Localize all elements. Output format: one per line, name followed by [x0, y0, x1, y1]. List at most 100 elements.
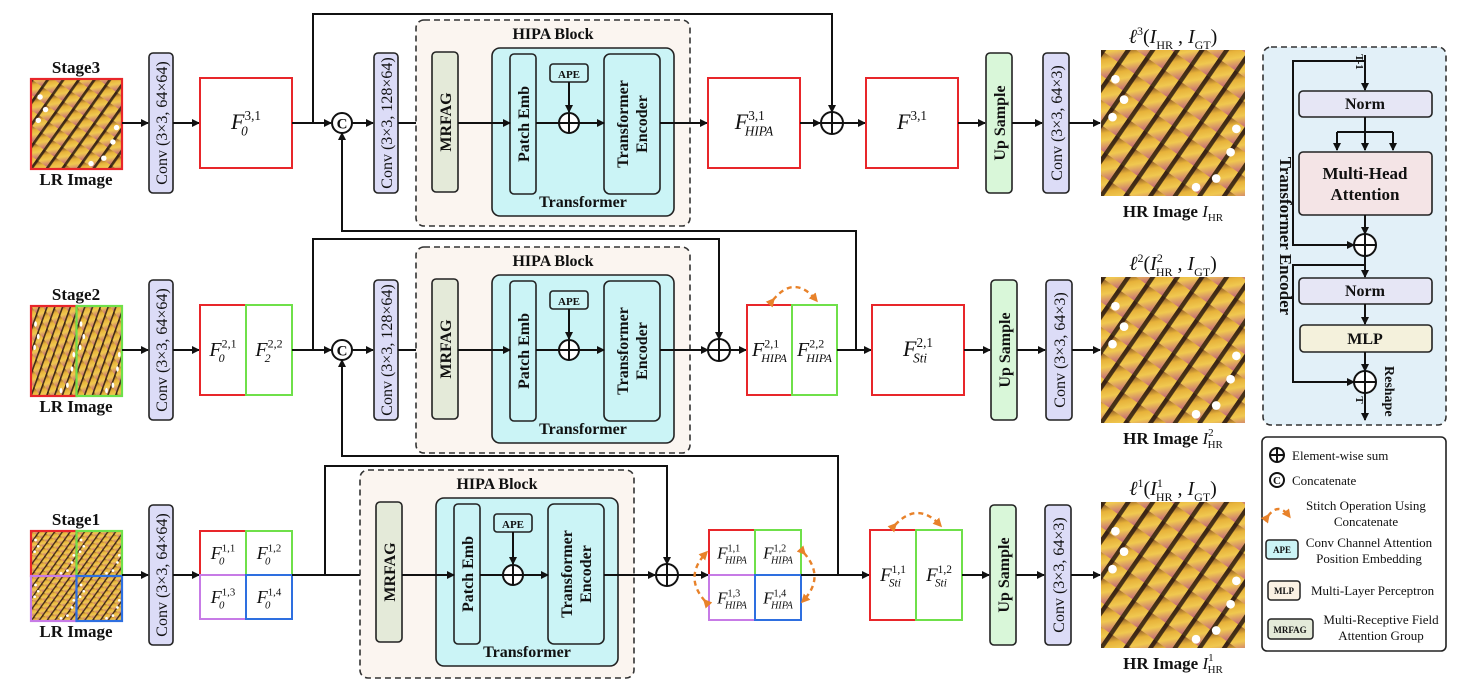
i-gt: I [1187, 478, 1196, 500]
feature-subscript: HIPA [744, 124, 774, 139]
stitch-arrow-icon [765, 285, 818, 308]
feature-subscript: HIPA [724, 601, 748, 612]
conv-output-label: Conv (3×3, 64×3) [1051, 517, 1068, 632]
i-gt: I [1187, 253, 1196, 275]
ape-label: APE [558, 296, 580, 308]
up-sample-label: Up Sample [996, 537, 1013, 612]
butterfly-image [31, 79, 122, 169]
patch-embedding-module: Patch Emb [509, 53, 537, 195]
feature-superscript: 1,1 [728, 543, 741, 554]
mrfag-module-rect [375, 501, 403, 643]
feature-base: F [208, 339, 222, 361]
paren: ) [1211, 26, 1218, 48]
loss-symbol: ℓ [1129, 478, 1138, 500]
mrfag-module: MRFAG [431, 278, 459, 420]
feature-map-rect [199, 530, 247, 576]
butterfly-image [76, 576, 122, 621]
sum-cross [503, 565, 523, 585]
conv-input: Conv (3×3, 64×64) [148, 504, 174, 646]
feature-superscript: 1,2 [938, 564, 953, 576]
loss-symbol: ℓ [1129, 26, 1138, 48]
loss-sup: 2 [1137, 251, 1143, 265]
i-hr: I [1149, 478, 1158, 500]
hr-image [1101, 502, 1245, 648]
butterfly-image [76, 306, 122, 396]
hr-image [1101, 50, 1245, 196]
feature-base: F [716, 544, 728, 563]
concat-circle [1269, 472, 1285, 488]
feature-superscript: 2,1 [916, 335, 932, 350]
feature-subscript: HIPA [770, 601, 794, 612]
lr-image-part [75, 304, 124, 398]
skip-connection [324, 465, 671, 575]
conv-input-label: Conv (3×3, 64×64) [154, 513, 171, 636]
feature-superscript: 1,2 [268, 542, 282, 554]
feature-base: F [902, 336, 917, 361]
feature-label: F3,1 [896, 108, 927, 134]
feature-map-rect [865, 77, 959, 169]
concat-symbol: C [337, 117, 348, 133]
lr-image [29, 77, 124, 171]
feature-subscript: HIPA [724, 556, 748, 567]
hr-symbol: I [1201, 654, 1209, 673]
legend-label-stitch-2: Concatenate [1334, 514, 1398, 529]
feature-map-rect [245, 574, 293, 620]
hr-image [1101, 277, 1245, 423]
sum-cross [708, 339, 730, 361]
feature-base: F [925, 565, 938, 586]
lr-image-label: LR Image [39, 397, 113, 416]
loss-symbol: ℓ [1129, 253, 1138, 275]
element-wise-sum-icon [1353, 233, 1377, 257]
output-token-label: T [1353, 396, 1365, 404]
hipa-block-title: HIPA Block [456, 476, 537, 493]
transformer-encoder-rect [603, 53, 661, 195]
element-wise-sum-icon [1269, 447, 1285, 463]
feature-map-rect [869, 529, 917, 621]
image-border [75, 574, 124, 623]
concatenate-icon: C [331, 112, 353, 134]
lr-image-part [29, 529, 78, 578]
transformer-title: Transformer [483, 644, 571, 661]
feature-base: F [210, 543, 223, 563]
transformer-encoder-label-2: Encoder [634, 95, 651, 153]
hr-symbol: I [1201, 202, 1209, 221]
butterfly-image [31, 306, 77, 396]
transformer-encoder-rect [603, 280, 661, 422]
paren: ( [1143, 478, 1150, 500]
transformer-encoder-label-2: Encoder [634, 322, 651, 380]
feature-base: F [796, 339, 810, 361]
conv-input: Conv (3×3, 64×64) [148, 279, 174, 421]
cross-stage-connection [338, 359, 839, 575]
feature-base: F [210, 587, 223, 607]
paren: ( [1143, 26, 1150, 48]
transformer-encoder-label-1: Transformer [615, 307, 632, 395]
feature-superscript: 2,2 [809, 337, 824, 351]
butterfly-image [1101, 50, 1245, 196]
feature-superscript: 3,1 [748, 108, 764, 123]
conv-output: Conv (3×3, 64×3) [1044, 504, 1072, 646]
up-sample: Up Sample [989, 504, 1017, 646]
feature-map-rect [791, 304, 838, 396]
cross-stage-connection [338, 132, 857, 350]
lr-image-part [29, 574, 78, 623]
